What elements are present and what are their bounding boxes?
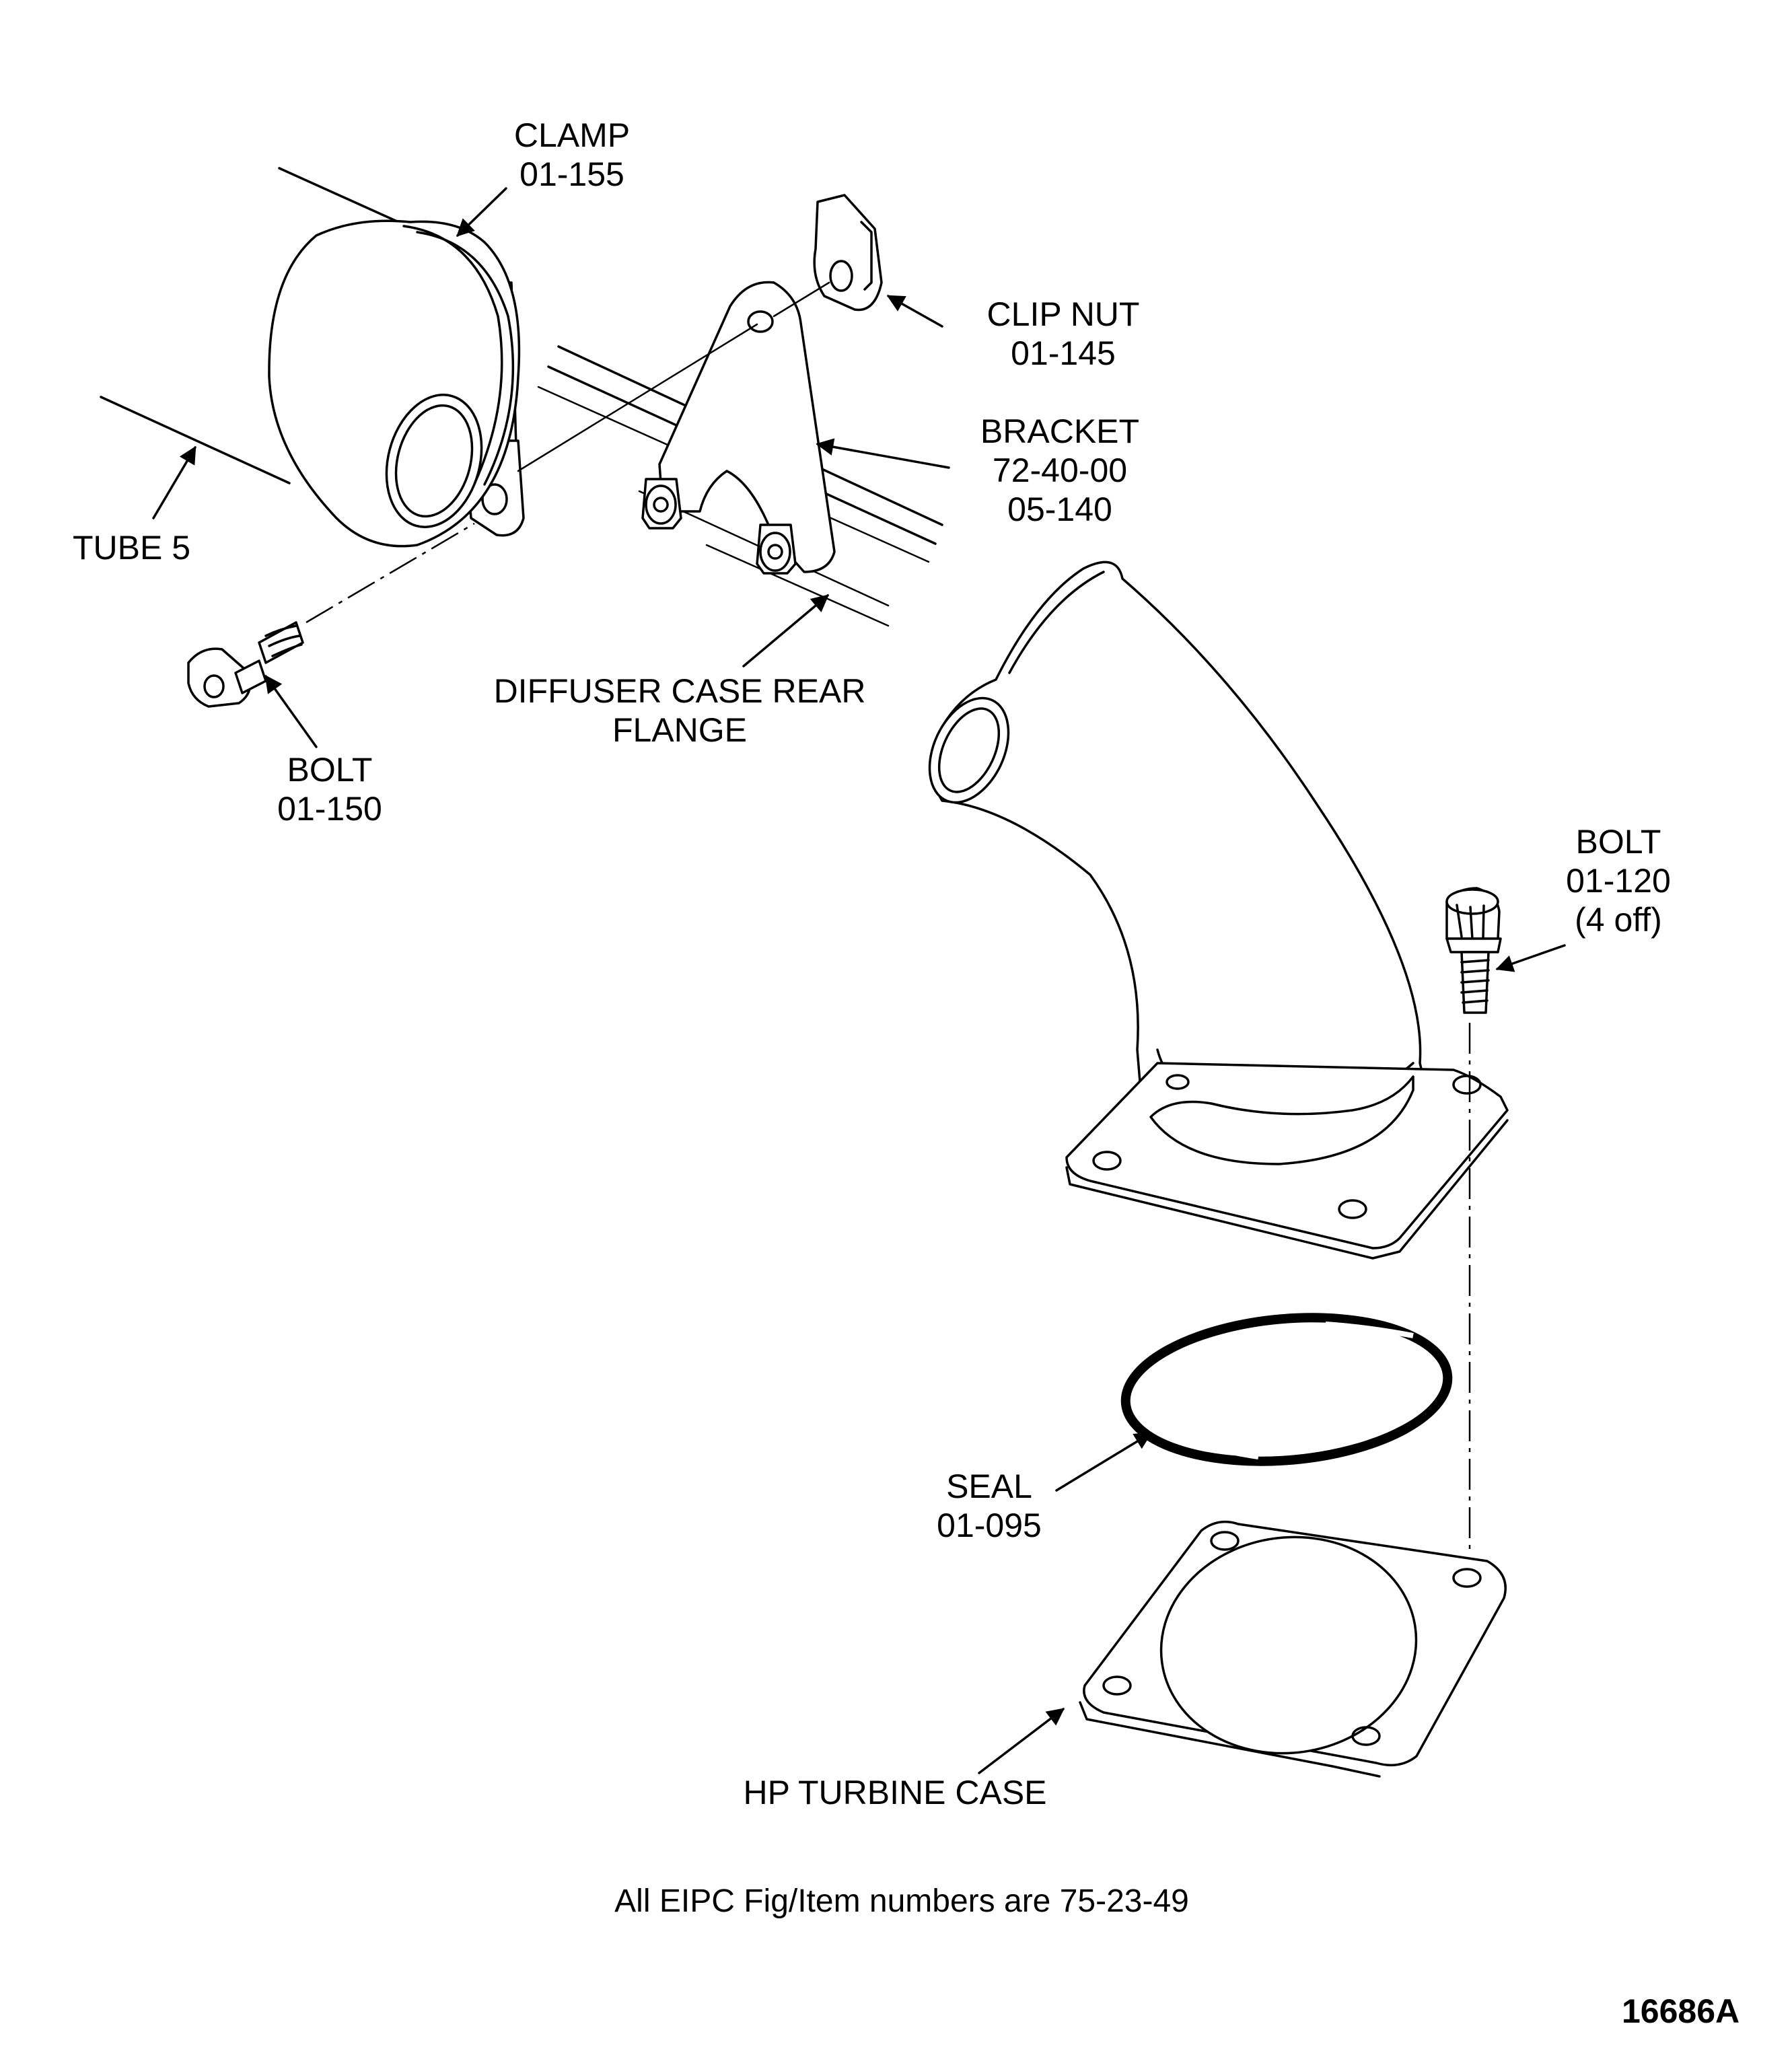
seal	[1120, 1313, 1453, 1466]
clip-nut-name: CLIP NUT	[987, 295, 1140, 333]
bracket-nut-right	[756, 523, 797, 575]
clamp-item: 01-155	[519, 155, 624, 193]
bolt-upper-name: BOLT	[287, 751, 373, 789]
tube-label: TUBE 5	[73, 528, 190, 567]
tube-name: TUBE 5	[73, 529, 191, 567]
leader-arrows	[152, 187, 1566, 1774]
bracket-ref: 72-40-00	[992, 451, 1128, 489]
bracket-label: BRACKET 72-40-00 05-140	[980, 412, 1139, 529]
seal-item: 01-095	[937, 1507, 1042, 1544]
bolt-upper-label: BOLT 01-150	[277, 750, 382, 828]
bracket-item: 05-140	[1007, 491, 1112, 528]
bolt-right-qty: (4 off)	[1575, 901, 1662, 939]
footnote: All EIPC Fig/Item numbers are 75-23-49	[614, 1883, 1189, 1919]
centerline-bracket	[517, 323, 758, 472]
elbow-duct	[928, 561, 1428, 1118]
bracket	[641, 281, 836, 575]
hp-turbine-label: HP TURBINE CASE	[743, 1773, 1046, 1812]
bolt-right-item: 01-120	[1566, 862, 1671, 900]
seal-label: SEAL 01-095	[937, 1467, 1042, 1545]
bolt-upper	[187, 621, 304, 708]
clip-nut	[813, 194, 883, 312]
diffuser-label: DIFFUSER CASE REAR FLANGE	[494, 672, 866, 750]
bolt-right	[1445, 887, 1502, 1014]
bracket-nut-left	[641, 478, 682, 530]
clamp-label: CLAMP 01-155	[514, 116, 630, 194]
bolt-right-label: BOLT 01-120 (4 off)	[1566, 822, 1671, 939]
clamp-name: CLAMP	[513, 116, 631, 154]
figure-number: 16686A	[1622, 1992, 1740, 2030]
centerline-upper	[306, 522, 475, 624]
bracket-name: BRACKET	[980, 412, 1140, 450]
bolt-upper-item: 01-150	[277, 790, 382, 828]
bolt-right-name: BOLT	[1575, 823, 1661, 861]
hp-turbine-case	[1079, 1520, 1507, 1778]
seal-name: SEAL	[946, 1468, 1032, 1505]
hp-turbine-name: HP TURBINE CASE	[743, 1774, 1047, 1811]
clip-nut-item: 01-145	[1011, 334, 1116, 372]
diffuser-line2: FLANGE	[612, 711, 748, 749]
elbow-flange	[1065, 1062, 1509, 1260]
tube-5	[100, 167, 412, 484]
clamp	[268, 219, 525, 548]
clip-nut-label: CLIP NUT 01-145	[987, 295, 1140, 373]
diffuser-line1: DIFFUSER CASE REAR	[493, 672, 866, 710]
